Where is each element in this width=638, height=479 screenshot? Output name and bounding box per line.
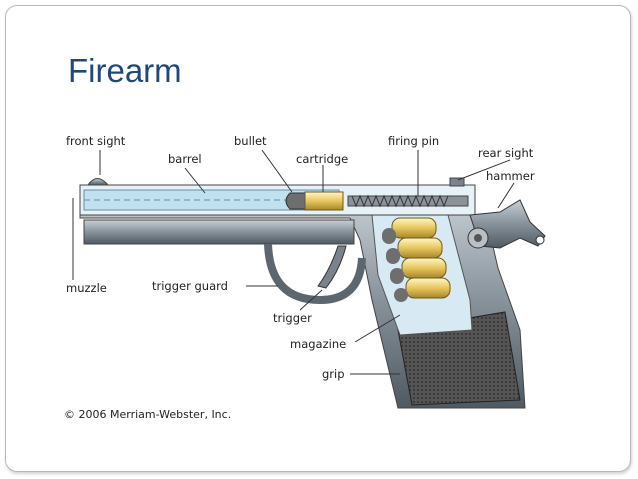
label-trigger-guard: trigger guard	[152, 279, 228, 293]
trigger-shape	[318, 246, 346, 288]
label-front-sight: front sight	[66, 134, 126, 148]
label-firing-pin: firing pin	[388, 134, 439, 148]
firing-pin-assembly	[348, 196, 468, 206]
label-trigger: trigger	[273, 311, 312, 325]
rear-sight	[450, 178, 464, 186]
label-grip: grip	[322, 367, 345, 381]
chambered-bullet	[286, 193, 305, 209]
copyright-notice: © 2006 Merriam-Webster, Inc.	[64, 408, 231, 421]
trigger-guard	[268, 244, 362, 300]
label-muzzle: muzzle	[66, 281, 107, 295]
front-sight	[88, 179, 108, 186]
chambered-cartridge	[305, 192, 343, 210]
label-cartridge: cartridge	[296, 152, 348, 166]
lower-barrel	[84, 220, 354, 244]
label-bullet: bullet	[234, 134, 267, 148]
label-magazine: magazine	[290, 337, 346, 351]
label-barrel: barrel	[168, 152, 202, 166]
label-rear-sight: rear sight	[478, 146, 534, 160]
label-hammer: hammer	[486, 169, 535, 183]
